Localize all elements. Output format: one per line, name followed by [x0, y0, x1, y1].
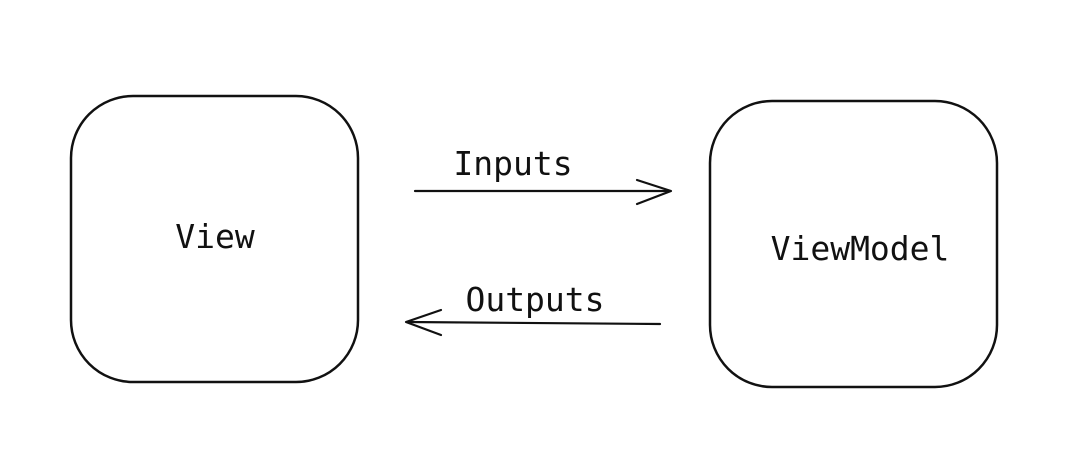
- outputs-edge: Outputs: [404, 280, 662, 337]
- inputs-arrowhead-icon: [635, 178, 673, 206]
- viewmodel-node-box: [708, 99, 999, 389]
- viewmodel-node: ViewModel: [708, 99, 999, 389]
- view-node: View: [69, 94, 360, 384]
- outputs-arrowhead-icon: [404, 308, 443, 337]
- outputs-arrow-line: [405, 320, 662, 326]
- inputs-edge: Inputs: [413, 144, 673, 206]
- view-node-label: View: [175, 217, 255, 256]
- view-node-box: [69, 94, 360, 384]
- inputs-edge-label: Inputs: [453, 144, 572, 183]
- viewmodel-node-label: ViewModel: [771, 229, 950, 268]
- outputs-edge-label: Outputs: [465, 280, 604, 319]
